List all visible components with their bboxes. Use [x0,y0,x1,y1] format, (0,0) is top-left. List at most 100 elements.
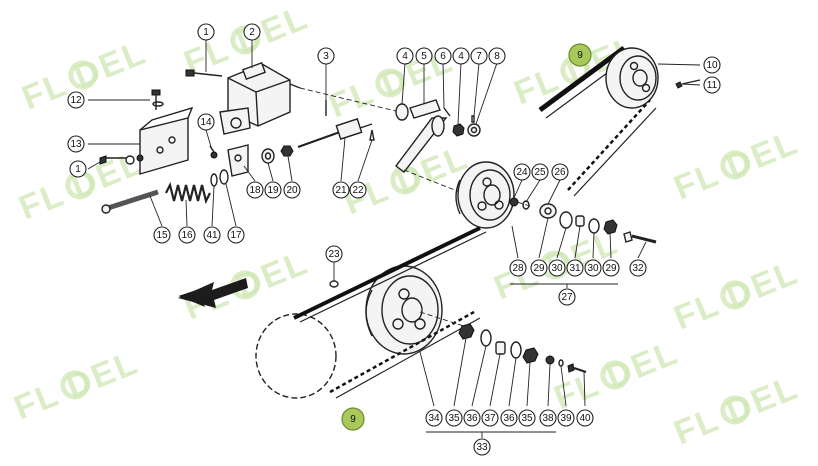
callout-label: 14 [200,117,212,128]
callout-circle [325,245,343,263]
pulley-top-right [605,47,701,109]
callout-circle [513,163,531,181]
callout-circle [473,438,491,456]
callout-c23: 23 [325,245,343,263]
svg-text:FL DEL: FL DEL [9,343,144,427]
callout-label: 5 [421,51,427,62]
belt-lower [293,226,487,399]
callout-circle [153,226,171,244]
callout-label: 13 [70,139,82,150]
callout-c30b: 30 [584,259,602,277]
watermark: FL DEL [17,33,152,117]
callout-circle [69,160,87,178]
callout-label: 36 [503,413,515,424]
callout-label: 41 [206,230,218,241]
callout-label: 29 [533,263,545,274]
callout-label: 35 [521,413,533,424]
callout-label: 10 [706,60,718,71]
callout-c3: 3 [317,47,335,65]
svg-text:FL DEL: FL DEL [669,253,804,337]
callout-label: 6 [440,51,446,62]
callout-label: 4 [458,51,464,62]
callout-label: 8 [494,51,500,62]
callout-label: 15 [156,230,168,241]
direction-arrow-icon [178,278,248,308]
svg-text:FL DEL: FL DEL [549,333,684,417]
callout-circle [584,259,602,277]
callout-c21: 21 [332,181,350,199]
callout-c4a: 4 [396,47,414,65]
callout-label: 20 [286,185,298,196]
callout-circle [576,409,594,427]
callout-circle [518,409,536,427]
callout-label: 12 [70,95,82,106]
callout-circle [531,163,549,181]
callout-circle [197,113,215,131]
callout-c37: 37 [481,409,499,427]
callout-c35b: 35 [518,409,536,427]
callout-circle [341,407,365,431]
watermark: FL DEL [669,253,804,337]
callout-c34: 34 [425,409,443,427]
callout-c32: 32 [629,259,647,277]
callout-c19: 19 [264,181,282,199]
callout-circle [703,76,721,94]
callout-label: 19 [267,185,279,196]
watermark: FL DEL [669,368,804,452]
callout-label: 4 [402,51,408,62]
callout-label: 1 [75,164,81,175]
callout-circle [488,47,506,65]
leader-lines [87,40,701,438]
callout-c9a: 9 [568,43,592,67]
callout-c30a: 30 [548,259,566,277]
callout-label: 23 [328,249,340,260]
callout-label: 30 [551,263,563,274]
callout-circle [509,259,527,277]
callout-c36a: 36 [463,409,481,427]
callout-circle [415,47,433,65]
callout-circle [317,47,335,65]
pulley-middle [455,161,515,229]
callout-label: 26 [554,167,566,178]
callout-circle [434,47,452,65]
callout-label: 36 [466,413,478,424]
callout-label: 29 [605,263,617,274]
svg-text:FL DEL: FL DEL [339,138,474,222]
callout-label: 27 [561,292,573,303]
watermark: FL DEL [549,333,684,417]
callout-circle [539,409,557,427]
callout-label: 9 [577,50,583,61]
callout-label: 30 [587,263,599,274]
callout-c35a: 35 [445,409,463,427]
callout-c15: 15 [153,226,171,244]
callout-circle [425,409,443,427]
callout-c16: 16 [178,226,196,244]
callout-c20: 20 [283,181,301,199]
svg-text:FL DEL: FL DEL [17,33,152,117]
pulley-bottom [255,265,443,399]
callout-circle [396,47,414,65]
callout-circle [566,259,584,277]
callout-c1a: 1 [197,23,215,41]
callout-circle [67,91,85,109]
callout-label: 22 [352,185,364,196]
watermark: FL DEL [339,138,474,222]
callout-c17: 17 [227,226,245,244]
callout-c7: 7 [470,47,488,65]
callout-circle [178,226,196,244]
callout-label: 25 [534,167,546,178]
svg-text:FL DEL: FL DEL [669,368,804,452]
callout-circle [463,409,481,427]
callout-circle [500,409,518,427]
callout-label: 37 [484,413,496,424]
callout-circle [283,181,301,199]
callout-label: 21 [335,185,347,196]
callout-c24: 24 [513,163,531,181]
callout-c2: 2 [243,23,261,41]
callout-label: 33 [476,442,488,453]
callout-c8: 8 [488,47,506,65]
callout-label: 2 [249,27,255,38]
svg-text:FL DEL: FL DEL [669,123,804,207]
